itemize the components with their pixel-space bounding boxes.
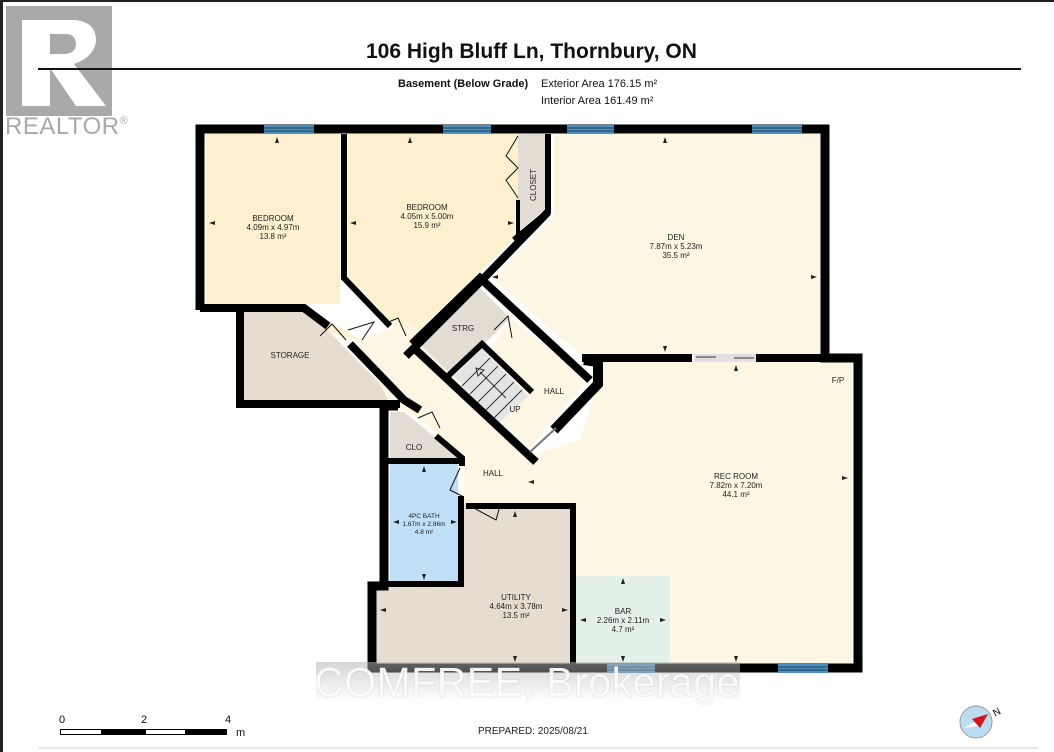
floor-level-label: Basement (Below Grade) [398,78,529,90]
wall-bedroom1-bottom [200,304,331,330]
room-name-bedroom-1: BEDROOM [252,214,294,223]
room-name-bath: 4PC BATH [408,513,440,520]
scale-tick-2: 2 [141,714,148,726]
room-fill-hall-diagonal [356,322,530,458]
room-fill-bedroom-2 [348,134,518,340]
doors [319,135,557,521]
room-dims-bedroom-2: 4.05m x 5.00m [401,212,454,221]
room-name-hall-upper: HALL [544,387,565,396]
room-area-rec-room: 44.1 m² [722,490,749,499]
scale-tick-4: 4 [225,714,232,726]
room-fill-hall-lower [464,440,580,504]
scale-segment [60,729,102,735]
interior-area: Interior Area 161.49 m² [541,95,654,107]
room-name-bedroom-2: BEDROOM [406,203,448,212]
window [567,125,614,134]
room-area-bar: 4.7 m² [612,625,635,634]
realtor-wordmark-text: REALTOR [5,113,120,140]
wall-corridor-left [347,341,423,414]
room-dims-rec-room: 7.82m x 7.20m [710,481,763,490]
brokerage-watermark: COMFREE, Brokerage [314,659,740,705]
north-compass-icon: N [959,705,1003,739]
page-title: 106 High Bluff Ln, Thornbury, ON [366,40,697,63]
scale-segment [145,729,186,735]
room-dims-bar: 2.26m x 2.11m [597,616,650,625]
utility-door [469,505,501,521]
room-dims-bath: 1.67m x 2.86m [403,521,446,528]
scale-unit: m [236,727,246,739]
realtor-logo-icon [6,6,112,116]
room-name-strg: STRG [452,324,474,333]
room-fills [206,134,852,664]
exterior-area: Exterior Area 176.15 m² [541,78,658,90]
room-area-bedroom-2: 15.9 m² [413,221,440,230]
room-dims-bedroom-1: 4.09m x 4.97m [247,223,300,232]
room-name-utility: UTILITY [501,593,531,602]
window [264,125,314,134]
stair-treads [461,357,523,419]
room-fill-den [492,134,820,354]
wall-stair-inner [445,339,535,395]
clo-door [417,411,441,429]
wall-hall-upper-right [550,355,603,434]
window [443,125,491,134]
room-fill-storage [244,310,396,400]
scale-segment [186,729,227,735]
room-name-closet: CLOSET [529,169,538,201]
closet-bifold-door [505,135,519,199]
bedroom1-door [347,321,376,341]
room-fill-strg [420,286,510,376]
wall-exterior [195,124,863,673]
fireplace-label: F/P [832,376,844,385]
watermark-backdrop [316,662,740,702]
prepared-date: PREPARED: 2025/08/21 [478,726,588,737]
scale-segment [102,729,145,735]
hall-slider [529,427,557,453]
stairs-up-label: UP [509,405,520,414]
bedroom2-door [383,317,407,337]
wall-bath-right [380,496,464,587]
bath-door [449,467,463,497]
room-name-den: DEN [668,233,685,242]
room-name-rec-room: REC ROOM [714,472,758,481]
room-area-bedroom-1: 13.8 m² [259,232,286,241]
scale-tick-0: 0 [59,714,66,726]
compass-north-label: N [991,706,1003,719]
room-area-bath: 4.8 m² [415,529,434,536]
title-divider [38,68,1021,70]
room-fill-stairs [454,348,528,424]
wall-stair-block [413,347,539,465]
room-fill-clo [390,412,460,458]
strg-door [493,314,513,339]
room-name-clo: CLO [406,443,422,452]
room-labels: BEDROOM 4.09m x 4.97m 13.8 m² BEDROOM 4.… [247,169,845,634]
room-fill-utility [376,504,570,664]
room-dims-utility: 4.64m x 3.78m [490,602,543,611]
window [752,125,802,134]
realtor-wordmark: REALTOR® [5,113,128,141]
room-name-bar: BAR [615,607,632,616]
room-area-utility: 13.5 m² [502,611,529,620]
room-dims-den: 7.87m x 5.23m [650,242,703,251]
wall-strg [409,272,593,383]
sliding-door [694,354,756,362]
dimension-markers [209,137,848,662]
room-fill-bath [390,464,458,582]
footer-divider [38,747,1038,749]
room-fill-bedroom-1-main [206,134,340,304]
room-area-den: 35.5 m² [662,251,689,260]
room-name-storage: STORAGE [271,351,310,360]
room-name-hall-lower: HALL [483,469,504,478]
wall-bedroom-divider [341,134,393,329]
storage-door [319,323,347,341]
window [778,664,828,673]
page-top-border [0,0,1054,2]
walls [195,124,863,673]
room-fill-closet [518,134,546,232]
wall-storage [236,308,400,408]
room-fill-bar [576,576,670,664]
wall-utility-top-right [500,503,576,666]
page-left-border [0,0,3,752]
registered-mark: ® [119,115,129,127]
